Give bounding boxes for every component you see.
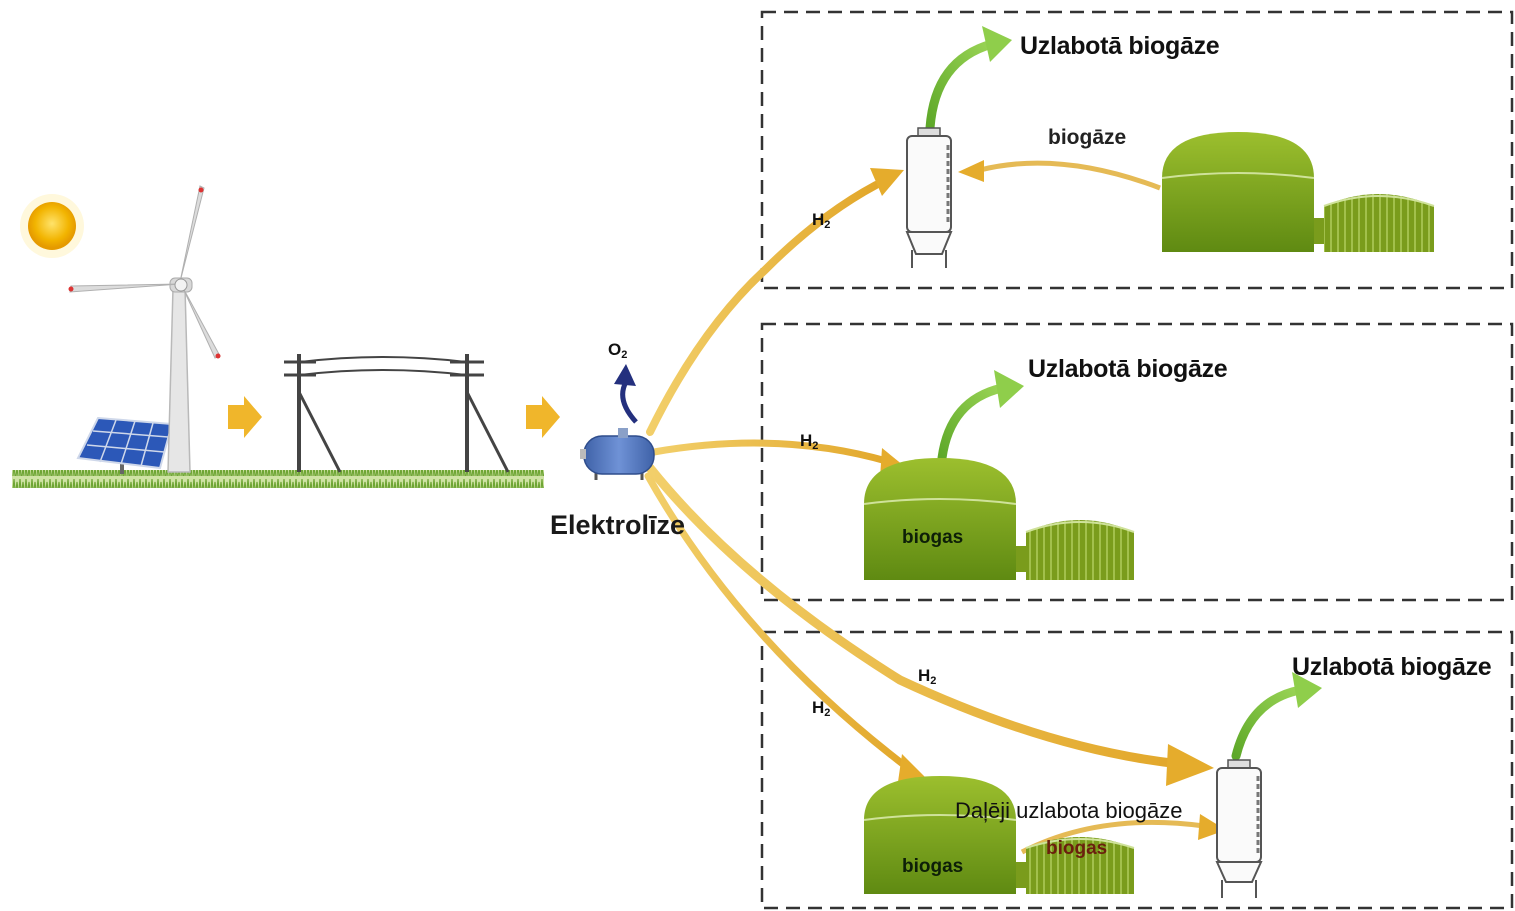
- sun-icon: [20, 194, 84, 258]
- step-arrow-2: [526, 396, 560, 438]
- upgraded-biogas-label-middle: Uzlabotā biogāze: [1028, 355, 1228, 383]
- h2-symbol-bottom-right: H: [918, 666, 931, 685]
- upgraded-biogas-arrows: [925, 26, 1322, 761]
- upgraded-biogas-label-bottom: Uzlabotā biogāze: [1292, 653, 1492, 681]
- h2-symbol-top: H: [812, 210, 825, 229]
- reactor-column-top: [905, 127, 953, 268]
- solar-panel-icon: [76, 416, 174, 474]
- electrolysis-label: Elektrolīze: [550, 510, 686, 540]
- reactor-column-bottom: [1215, 759, 1263, 898]
- oxygen-subscript: 2: [621, 349, 628, 361]
- h2-symbol-bottom-left: H: [812, 698, 825, 717]
- power-line-icon: [284, 354, 510, 473]
- oxygen-symbol: O: [608, 340, 622, 359]
- electrolyzer-icon: [580, 428, 655, 480]
- partially-upgraded-biogas-label: Daļēji uzlabota biogāze: [955, 798, 1183, 823]
- scenario-panels: [760, 10, 1514, 910]
- oxygen-arrow: [614, 364, 638, 424]
- panel-top: [760, 10, 1514, 290]
- h2-arrow-to-bottom-reactor: [645, 463, 1185, 769]
- digester-bottom: [863, 776, 1135, 894]
- step-arrow-1: [228, 396, 262, 438]
- h2-symbol-middle: H: [800, 431, 813, 450]
- h2-subscript-bottom-right: 2: [930, 675, 937, 687]
- h2-label-bottom-left: H2: [812, 698, 830, 719]
- wind-turbine-icon: [68, 185, 221, 473]
- biogas-tank-label-bottom: biogas: [902, 856, 964, 877]
- biogas-tank-label-middle: biogas: [902, 527, 964, 548]
- h2-subscript-middle: 2: [812, 440, 819, 452]
- upgraded-biogas-label-top: Uzlabotā biogāze: [1020, 32, 1220, 60]
- output-arrow-bottom: [1231, 685, 1305, 761]
- h2-label-middle: H2: [800, 431, 818, 452]
- biogas-arrow-top: [979, 160, 1161, 191]
- biogas-flow-label-bottom: biogas: [1046, 838, 1108, 859]
- grass-strip: [12, 470, 544, 488]
- h2-subscript-bottom-left: 2: [824, 707, 831, 719]
- h2-arrow-to-top-reactor: [646, 181, 880, 436]
- h2-label-bottom-right: H2: [918, 666, 936, 687]
- h2-arrow-to-middle-digester: [650, 439, 894, 466]
- output-arrow-middle: [937, 383, 1007, 463]
- digester-top: [1161, 132, 1435, 252]
- h2-subscript-top: 2: [824, 219, 831, 231]
- h2-arrow-to-bottom-digester: [644, 472, 912, 772]
- oxygen-label: O2: [608, 340, 627, 361]
- output-arrow-top: [925, 39, 997, 133]
- panel-middle: [760, 322, 1514, 602]
- h2-label-top: H2: [812, 210, 830, 231]
- digester-middle: [863, 458, 1135, 580]
- biogas-flow-label: biogāze: [1048, 126, 1127, 149]
- panel-bottom: [760, 630, 1514, 910]
